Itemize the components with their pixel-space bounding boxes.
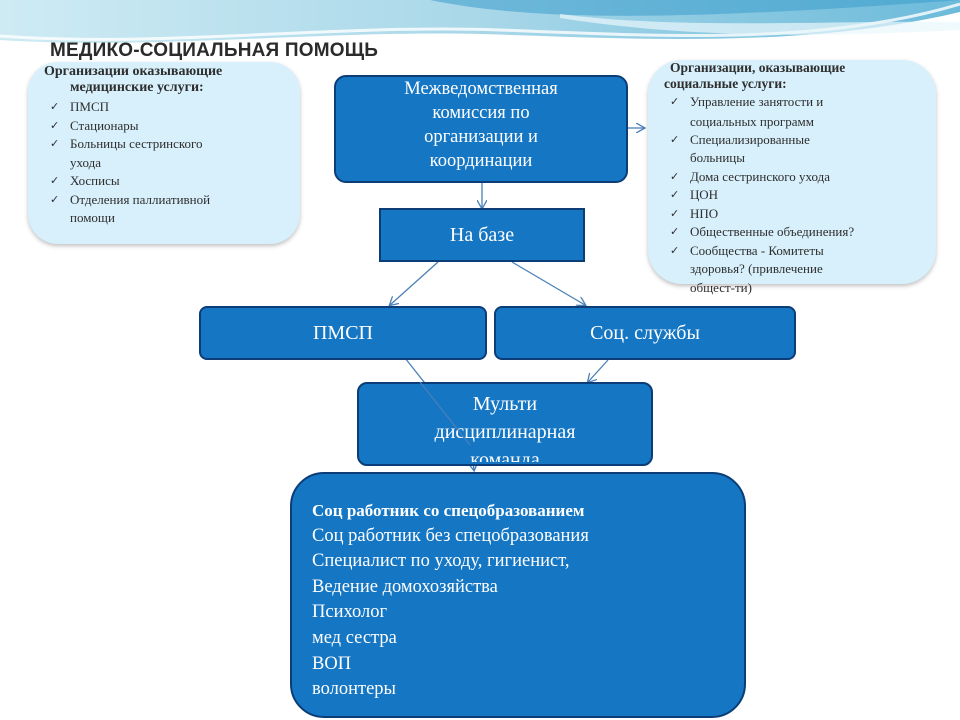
- medical-heading-line-2: медицинские услуги:: [70, 80, 204, 95]
- check-bullet-icon: ✓: [670, 207, 680, 220]
- staff-item: Соц работник со спецобразованием: [312, 501, 585, 520]
- list-item-text: ухода: [70, 154, 102, 170]
- team-line: команда: [470, 449, 540, 462]
- list-item: ✓ НПО: [664, 205, 928, 224]
- list-item-text: Сообщества - Комитеты: [690, 242, 824, 258]
- list-item: ✓ Больницы сестринского: [44, 135, 290, 154]
- social-services-list: ✓ Управление занятости и социальных прогр…: [664, 93, 928, 297]
- list-item-text: Специализированные: [690, 131, 810, 147]
- staff-item: ВОП: [312, 653, 352, 674]
- list-item-text: Дома сестринского ухода: [690, 168, 831, 184]
- commission-box: Межведомственная комиссия по организации…: [334, 75, 628, 183]
- list-item: ✓ Стационары: [44, 117, 290, 136]
- list-item-text: ПМСП: [70, 99, 110, 114]
- list-item-text: ЦОН: [690, 187, 718, 202]
- check-bullet-icon: ✓: [670, 244, 680, 257]
- arrow-base-to-soc: [511, 261, 585, 305]
- list-item-continuation: социальных программ: [664, 112, 928, 131]
- list-item: ✓ ЦОН: [664, 186, 928, 205]
- commission-text: Межведомственная комиссия по организации…: [404, 77, 557, 181]
- staff-list-box: Соц работник со спецобразованием Соц раб…: [290, 472, 746, 718]
- check-bullet-icon: ✓: [670, 170, 680, 183]
- list-item: ✓ Дома сестринского ухода: [664, 168, 928, 187]
- team-line: Мульти: [472, 393, 538, 415]
- social-services-panel: Организации, оказывающие социальные услу…: [648, 60, 936, 295]
- list-item: ✓ Специализированные: [664, 131, 928, 150]
- page-title: МЕДИКО-СОЦИАЛЬНАЯ ПОМОЩЬ: [50, 40, 379, 61]
- list-item-continuation: общест-ти): [664, 279, 928, 298]
- list-item-text: Общественные объединения?: [690, 224, 855, 239]
- staff-item: Специалист по уходу, гигиенист,: [312, 551, 570, 572]
- medical-services-list: ✓ ПМСП ✓ Стационары ✓ Больницы сестринского…: [44, 98, 290, 228]
- list-item: ✓ Хосписы: [44, 172, 290, 191]
- list-item-text: Больницы сестринского: [70, 136, 203, 151]
- list-item-text: общест-ти): [690, 279, 752, 295]
- check-bullet-icon: ✓: [670, 189, 680, 201]
- arrow-soc-to-team: [588, 359, 609, 382]
- list-item: ✓ Общественные объединения?: [664, 223, 928, 242]
- social-panel-heading: Организации, оказывающие социальные услу…: [664, 60, 928, 92]
- arrow-base-to-pmsp: [390, 261, 439, 305]
- header-wave-decoration: [0, 0, 960, 43]
- list-item-text: Управление занятости и: [690, 94, 824, 109]
- staff-item: мед сестра: [312, 627, 397, 648]
- commission-line: Межведомственная: [404, 79, 558, 99]
- list-item-text: помощи: [70, 210, 115, 225]
- social-services-label: Соц. службы: [590, 321, 700, 344]
- medical-heading-line-1: Организации оказывающие: [44, 64, 223, 79]
- staff-item: Соц работник без спецобразования: [312, 525, 589, 546]
- list-item-text: Стационары: [70, 117, 139, 133]
- check-bullet-icon: ✓: [670, 96, 680, 108]
- medical-panel-heading: Организации оказывающие медицинские услу…: [44, 64, 290, 96]
- line-pmsp-to-team-overlay: [419, 381, 471, 446]
- list-item-text: Отделения паллиативной: [70, 191, 211, 207]
- team-box: Мульти дисциплинарная команда: [357, 382, 653, 466]
- list-item-text: НПО: [690, 205, 719, 221]
- list-item: ✓ ПМСП: [44, 98, 290, 117]
- commission-line: социальных услуг: [404, 173, 557, 181]
- pmsp-label: ПМСП: [312, 321, 373, 344]
- pmsp-box: ПМСП: [199, 306, 487, 360]
- list-item-text: Хосписы: [70, 173, 120, 188]
- list-item-text: здоровья? (привлечение: [690, 261, 823, 276]
- list-item-continuation: помощи: [44, 209, 290, 228]
- team-line: дисциплинарная: [434, 421, 576, 443]
- check-bullet-icon: ✓: [50, 193, 60, 206]
- social-heading-line-1: Организации, оказывающие: [670, 60, 846, 75]
- list-item: ✓ Управление занятости и: [664, 93, 928, 112]
- base-label: На базе: [449, 223, 515, 246]
- check-bullet-icon: ✓: [50, 138, 60, 150]
- check-bullet-icon: ✓: [50, 175, 60, 187]
- list-item-text: больницы: [690, 150, 745, 165]
- social-heading-line-2: социальные услуги:: [664, 76, 787, 91]
- list-item: ✓ Отделения паллиативной: [44, 191, 290, 210]
- list-item-continuation: здоровья? (привлечение: [664, 260, 928, 279]
- commission-line: координации: [429, 151, 533, 171]
- list-item-continuation: больницы: [664, 149, 928, 168]
- check-bullet-icon: ✓: [50, 101, 60, 113]
- check-bullet-icon: ✓: [670, 133, 680, 146]
- commission-line: комиссия по: [432, 103, 530, 123]
- list-item: ✓ Сообщества - Комитеты: [664, 242, 928, 261]
- commission-line: организации и: [424, 127, 538, 147]
- staff-item: Ведение домохозяйства: [312, 576, 498, 597]
- social-services-box: Соц. службы: [494, 306, 796, 360]
- base-box: На базе: [379, 208, 585, 262]
- staff-item: Психолог: [312, 602, 388, 623]
- list-item-text: социальных программ: [690, 113, 814, 129]
- team-text: Мульти дисциплинарная команда: [435, 390, 576, 462]
- check-bullet-icon: ✓: [670, 226, 680, 238]
- staff-item: волонтеры: [312, 679, 396, 700]
- check-bullet-icon: ✓: [50, 119, 60, 132]
- medical-services-panel: Организации оказывающие медицинские услу…: [28, 62, 300, 244]
- list-item-continuation: ухода: [44, 154, 290, 173]
